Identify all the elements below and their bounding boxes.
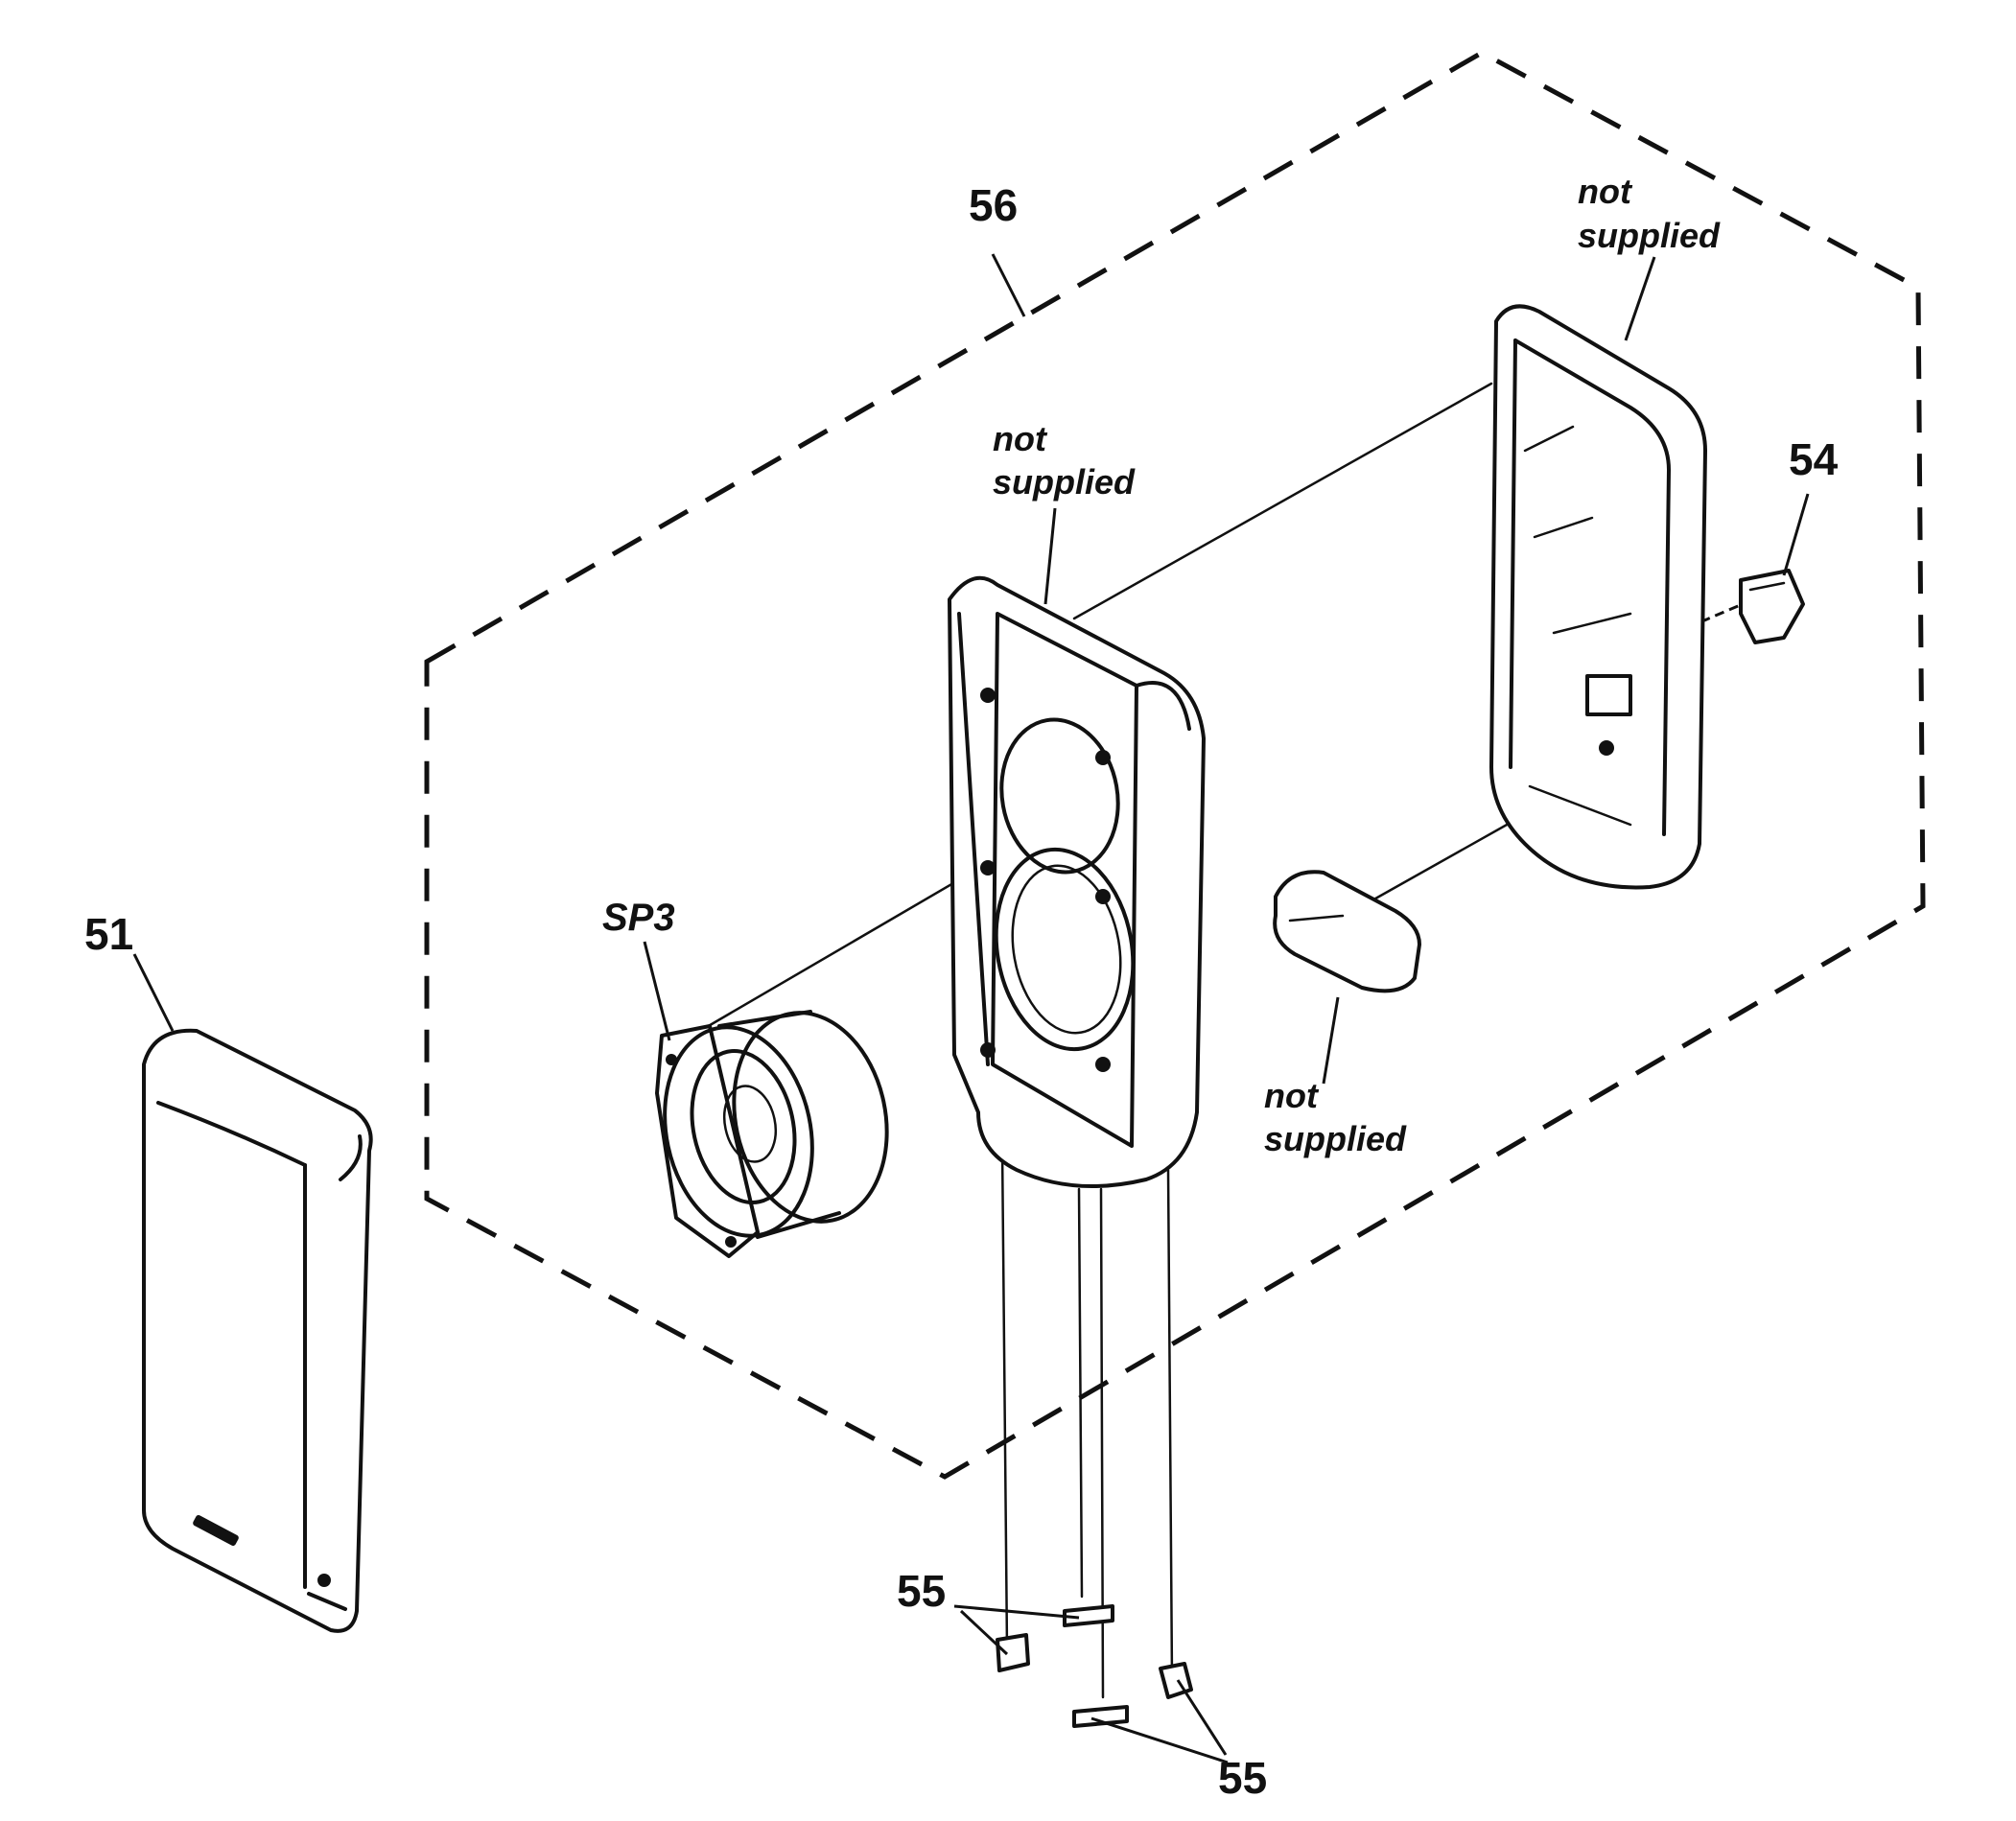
label-51: 51 [84,909,133,959]
screw-drop-line-4 [1166,1168,1174,1680]
front-baffle-frame [948,575,1206,1189]
leader-not-supplied-frame [1043,507,1057,605]
leader-54 [1782,493,1810,576]
speaker-driver-sp3 [655,1010,889,1258]
leader-not-supplied-cabinet [1624,256,1656,341]
note-frame-line1: not [993,419,1048,458]
screw-parts-55 [996,1604,1193,1728]
cushion-block [1273,870,1421,993]
front-grille [142,1028,373,1633]
assembly-boundary-dashed [424,50,1926,1480]
leader-51 [132,953,175,1032]
note-cushion-line2: supplied [1264,1119,1407,1158]
note-frame-line2: supplied [993,462,1136,502]
leader-55-top [953,1604,1080,1656]
leader-56 [991,253,1026,317]
label-54: 54 [1789,434,1839,484]
terminal-part-54 [1739,569,1805,644]
note-cabinet-line1: not [1578,172,1633,211]
speaker-leader-line [698,861,990,1033]
cushion-leader-line [1360,818,1517,908]
leader-sp3 [643,941,671,1041]
label-55-top: 55 [897,1566,946,1616]
screw-drop-line-2 [1077,1187,1084,1599]
leader-55-bottom [1090,1679,1229,1764]
screw-drop-line-1 [1000,1144,1009,1651]
label-55-bottom: 55 [1218,1753,1267,1803]
note-cushion-line1: not [1264,1076,1320,1115]
leader-not-supplied-cushion [1322,996,1340,1085]
frame-to-cabinet-line [1072,382,1493,620]
rear-cabinet [1489,304,1707,890]
note-cabinet-line2: supplied [1578,216,1721,255]
label-sp3: SP3 [602,897,675,939]
label-56: 56 [969,180,1018,230]
